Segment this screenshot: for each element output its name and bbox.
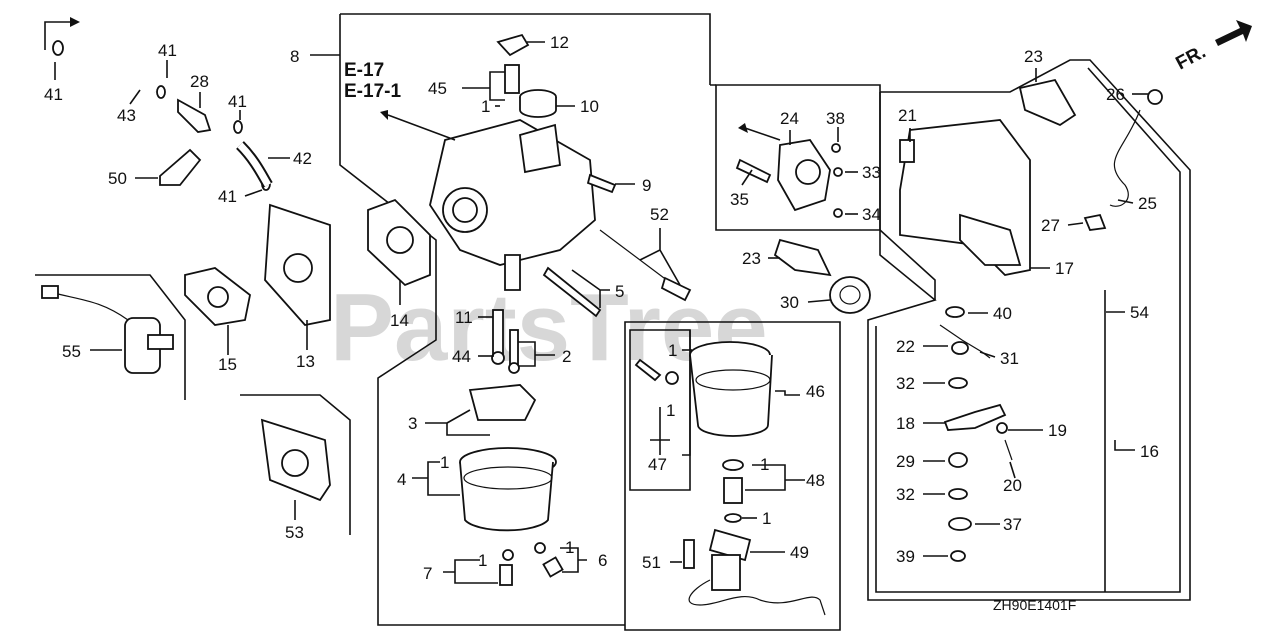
front-marker: FR. xyxy=(1172,42,1209,75)
group-parts xyxy=(41,17,1252,616)
callout-7: 7 xyxy=(423,564,432,583)
callout-12: 12 xyxy=(550,33,569,52)
callout-1: 1 xyxy=(668,341,677,360)
callout-11: 11 xyxy=(455,308,473,327)
callout-52: 52 xyxy=(650,205,669,224)
callout-27: 27 xyxy=(1041,216,1060,235)
callout-39: 39 xyxy=(896,547,915,566)
callout-19: 19 xyxy=(1048,421,1067,440)
callout-9: 9 xyxy=(642,176,651,195)
group-leaders xyxy=(54,41,1148,584)
callout-20: 20 xyxy=(1003,476,1022,495)
callout-41: 41 xyxy=(218,187,237,206)
group-callouts: 41 43 41 28 41 42 50 41 8 12 45 1 10 9 5… xyxy=(44,33,1159,583)
callout-18: 18 xyxy=(896,414,915,433)
callout-42: 42 xyxy=(293,149,312,168)
callout-32: 32 xyxy=(896,374,915,393)
callout-13: 13 xyxy=(296,352,315,371)
callout-48: 48 xyxy=(806,471,825,490)
diagram-code: ZH90E1401F xyxy=(993,597,1076,613)
callout-37: 37 xyxy=(1003,515,1022,534)
callout-1: 1 xyxy=(762,509,771,528)
ref-e17-1: E-17-1 xyxy=(344,81,401,102)
callout-34: 34 xyxy=(862,205,881,224)
callout-21: 21 xyxy=(898,106,917,125)
callout-1: 1 xyxy=(440,453,449,472)
callout-1: 1 xyxy=(478,551,487,570)
callout-51: 51 xyxy=(642,553,661,572)
callout-50: 50 xyxy=(108,169,127,188)
callout-41: 41 xyxy=(44,85,63,104)
callout-10: 10 xyxy=(580,97,599,116)
callout-35: 35 xyxy=(730,190,749,209)
callout-53: 53 xyxy=(285,523,304,542)
group-frames xyxy=(35,13,1191,631)
callout-14: 14 xyxy=(390,311,409,330)
callout-3: 3 xyxy=(408,414,417,433)
callout-6: 6 xyxy=(598,551,607,570)
callout-26: 26 xyxy=(1106,85,1125,104)
callout-41: 41 xyxy=(158,41,177,60)
callout-22: 22 xyxy=(896,337,915,356)
callout-15: 15 xyxy=(218,355,237,374)
callout-30: 30 xyxy=(780,293,799,312)
callout-31: 31 xyxy=(1000,349,1019,368)
callout-38: 38 xyxy=(826,109,845,128)
callout-41: 41 xyxy=(228,92,247,111)
callout-25: 25 xyxy=(1138,194,1157,213)
callout-40: 40 xyxy=(993,304,1012,323)
callout-2: 2 xyxy=(562,347,571,366)
callout-23: 23 xyxy=(742,249,761,268)
callout-17: 17 xyxy=(1055,259,1074,278)
callout-55: 55 xyxy=(62,342,81,361)
callout-47: 47 xyxy=(648,455,667,474)
callout-49: 49 xyxy=(790,543,809,562)
callout-43: 43 xyxy=(117,106,136,125)
callout-1: 1 xyxy=(481,97,490,116)
callout-23: 23 xyxy=(1024,47,1043,66)
callout-33: 33 xyxy=(862,163,881,182)
callout-16: 16 xyxy=(1140,442,1159,461)
callout-54: 54 xyxy=(1130,303,1149,322)
callout-4: 4 xyxy=(397,470,406,489)
callout-8: 8 xyxy=(290,47,299,66)
callout-1: 1 xyxy=(666,401,675,420)
callout-45: 45 xyxy=(428,79,447,98)
callout-24: 24 xyxy=(780,109,799,128)
callout-44: 44 xyxy=(452,347,471,366)
callout-5: 5 xyxy=(615,282,624,301)
callout-32: 32 xyxy=(896,485,915,504)
callout-1: 1 xyxy=(760,455,769,474)
callout-28: 28 xyxy=(190,72,209,91)
callout-46: 46 xyxy=(806,382,825,401)
callout-29: 29 xyxy=(896,452,915,471)
callout-1: 1 xyxy=(565,538,574,557)
ref-e17: E-17 xyxy=(344,60,384,81)
